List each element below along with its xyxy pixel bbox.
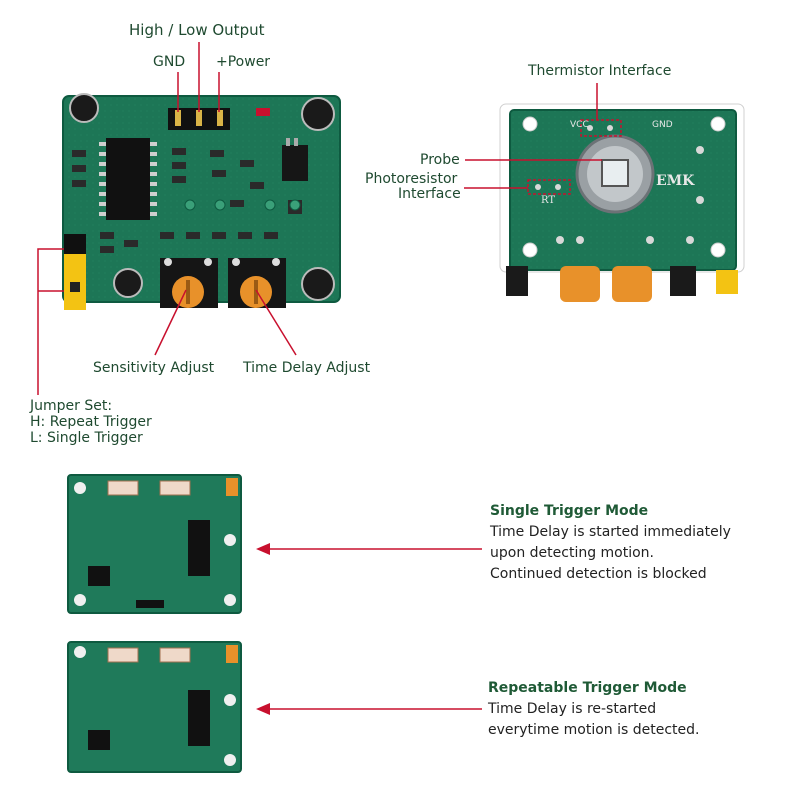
label-power: +Power [216, 54, 271, 70]
silk-vcc: VCC [570, 120, 589, 130]
jumper-l: L: Single Trigger [30, 430, 143, 446]
callout-lines-back [464, 83, 602, 189]
label-photoresistor: Photoresistor [365, 171, 458, 187]
repeat-trigger-line-1: Time Delay is re-started [488, 701, 657, 717]
time-delay-potentiometer [228, 258, 286, 308]
ic-chip [99, 138, 157, 220]
repeat-trigger-title: Repeatable Trigger Mode [488, 680, 687, 696]
label-high-low-output: High / Low Output [129, 21, 265, 39]
label-thermistor-interface: Thermistor Interface [528, 63, 672, 79]
label-gnd: GND [153, 54, 186, 70]
sensitivity-potentiometer [160, 258, 218, 308]
arrow-repeat [256, 703, 482, 715]
jumper-set-title: Jumper Set: [30, 398, 113, 414]
jumper-set-legend: Jumper Set: H: Repeat Trigger L: Single … [30, 398, 152, 446]
jumper-block [64, 234, 86, 310]
single-trigger-line-1: Time Delay is started immediately [490, 524, 731, 540]
label-probe: Probe [420, 152, 460, 168]
callout-lines-front [37, 42, 297, 395]
header-pins [168, 108, 230, 130]
pir-board-back [499, 103, 745, 302]
silk-gnd: GND [652, 120, 673, 130]
probe-sensor [575, 134, 655, 214]
pir-board-repeat [67, 641, 242, 773]
label-sensitivity-adjust: Sensitivity Adjust [93, 360, 215, 376]
single-trigger-line-3: Continued detection is blocked [490, 566, 707, 582]
pir-board-front [62, 93, 341, 310]
single-trigger-title: Single Trigger Mode [490, 503, 649, 519]
silk-rt: RT [541, 195, 555, 206]
repeat-trigger-line-2: everytime motion is detected. [488, 722, 700, 738]
capacitors [69, 93, 335, 301]
label-photoresistor-interface: Interface [398, 186, 461, 202]
jumper-h: H: Repeat Trigger [30, 414, 152, 430]
arrow-single [256, 543, 482, 555]
label-time-delay-adjust: Time Delay Adjust [243, 360, 371, 376]
pir-board-single [67, 474, 242, 614]
silk-brand: EMK [656, 173, 695, 189]
single-trigger-line-2: upon detecting motion. [490, 545, 655, 561]
